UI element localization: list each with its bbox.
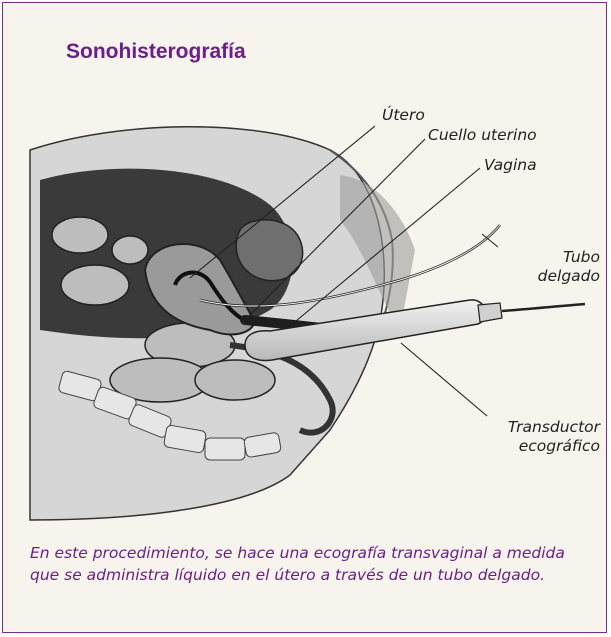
label-uterus: Útero xyxy=(382,106,425,125)
label-transducer-line1: Transductor xyxy=(480,418,600,437)
label-thin-tube-line2: delgado xyxy=(520,267,600,286)
label-vagina: Vagina xyxy=(484,156,537,175)
label-transducer: Transductor ecográfico xyxy=(480,418,600,457)
label-cervix: Cuello uterino xyxy=(428,126,537,145)
label-thin-tube: Tubo delgado xyxy=(520,248,600,287)
figure-caption: En este procedimiento, se hace una ecogr… xyxy=(30,542,590,586)
label-transducer-line2: ecográfico xyxy=(480,437,600,456)
label-thin-tube-line1: Tubo xyxy=(520,248,600,267)
